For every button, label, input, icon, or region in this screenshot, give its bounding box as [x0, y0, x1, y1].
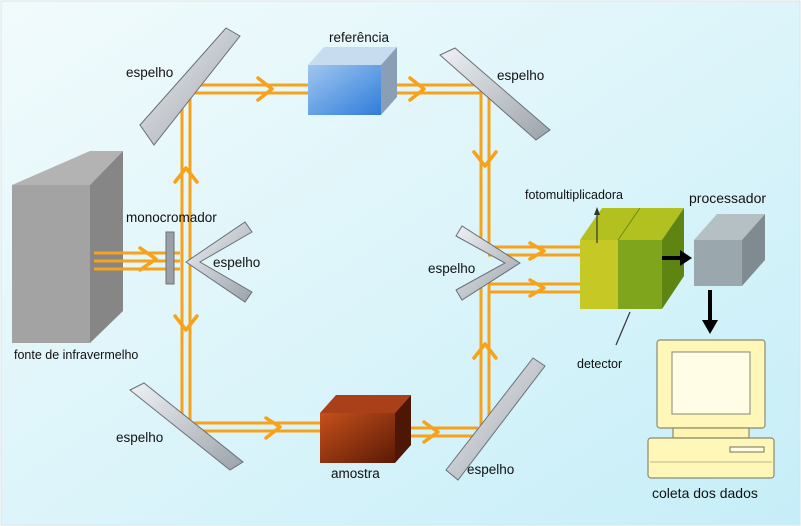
monochromator-element — [165, 231, 175, 285]
processor-label: processador — [689, 190, 766, 206]
mirror-label-center-right: espelho — [428, 261, 475, 276]
connector-arrow-icon — [662, 250, 718, 334]
pointer-arrow-icon — [594, 207, 600, 215]
mirror-v-right — [455, 225, 521, 301]
mirror-bottom-left — [129, 382, 244, 471]
mirrors — [129, 27, 551, 481]
mirror-label-top-left: espelho — [126, 65, 173, 80]
processor-box — [694, 214, 765, 286]
mirror-label-center-left: espelho — [213, 255, 260, 270]
mirror-label-top-right: espelho — [497, 68, 544, 83]
mirror-top-left — [139, 27, 241, 146]
computer — [647, 339, 775, 479]
data-collection-label: coleta dos dados — [652, 485, 758, 501]
monochromator-label: monocromador — [126, 210, 217, 225]
mirror-label-bottom-left: espelho — [116, 430, 163, 445]
reference-label: referência — [329, 30, 390, 45]
mirror-v-left — [185, 221, 253, 303]
mirror-top-right — [439, 47, 551, 141]
sample-label: amostra — [331, 466, 380, 481]
infrared-source-label: fonte de infravermelho — [14, 348, 138, 362]
detector-pointer — [615, 311, 631, 346]
photomultiplier-block — [580, 207, 684, 309]
sample-cell — [320, 395, 411, 463]
mirror-bottom-right — [445, 357, 546, 481]
beam-arrow-icon — [138, 76, 546, 444]
detector-label: detector — [577, 357, 622, 371]
reference-cell — [308, 47, 397, 115]
labels: espelho referência espelho monocromador … — [14, 30, 766, 501]
mirror-label-bottom-right: espelho — [467, 462, 514, 477]
infrared-source — [12, 151, 123, 343]
photomultiplier-label: fotomultiplicadora — [525, 188, 623, 202]
